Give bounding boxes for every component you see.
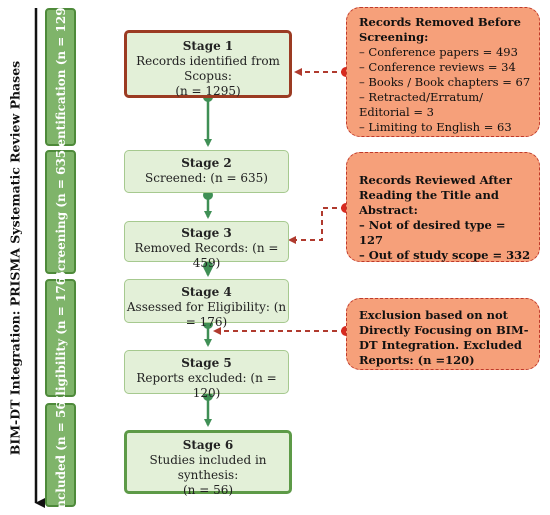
stage-2-title: Stage 2 xyxy=(181,156,232,170)
note-2-heading: Records Reviewed After Reading the Title… xyxy=(359,173,512,217)
stage-4-text: Assessed for Eligibility: (n = 176) xyxy=(126,300,287,329)
stage-1-title: Stage 1 xyxy=(182,39,234,53)
stage-6-box: Stage 6 Studies included in synthesis: (… xyxy=(124,430,292,497)
stage-1-text: Records identified from Scopus: xyxy=(136,54,280,83)
note-1-heading: Records Removed Before Screening: xyxy=(359,15,521,44)
stage-5-title: Stage 5 xyxy=(181,356,232,370)
stage-3-title: Stage 3 xyxy=(181,226,232,240)
dashed-link-2 xyxy=(288,207,346,244)
phase-included: Included (n = 56) xyxy=(45,396,76,514)
phase-screening: Screening (n = 635) xyxy=(45,144,76,280)
note-1-item: – Conference papers = 493 xyxy=(359,45,518,59)
stage-5-box: Stage 5 Reports excluded: (n = 120) xyxy=(124,350,289,400)
flow-dot-3 xyxy=(203,261,213,271)
stage-3-box: Stage 3 Removed Records: (n = 459) xyxy=(124,221,289,270)
stage-6-count: (n = 56) xyxy=(182,483,234,497)
stage-6-text: Studies included in synthesis: xyxy=(149,453,267,482)
note-1-item: – Retracted/Erratum/ Editorial = 3 xyxy=(359,90,484,119)
note-1-item: – Books / Book chapters = 67 xyxy=(359,75,531,89)
note-1-item: – Conference reviews = 34 xyxy=(359,60,516,74)
note-title-abstract-review: Records Reviewed After Reading the Title… xyxy=(346,152,540,262)
stage-4-box: Stage 4 Assessed for Eligibility: (n = 1… xyxy=(124,279,289,329)
note-eligibility-exclusion: Exclusion based on not Directly Focusing… xyxy=(346,298,540,370)
stage-5-text: Reports excluded: (n = 120) xyxy=(136,371,277,400)
stage-1-box: Stage 1 Records identified from Scopus: … xyxy=(124,30,292,98)
stage-2-text: Screened: (n = 635) xyxy=(145,171,268,185)
stage-4-title: Stage 4 xyxy=(181,285,232,299)
note-3-heading: Exclusion based on not Directly Focusing… xyxy=(359,308,529,367)
note-removed-before-screening: Records Removed Before Screening: – Conf… xyxy=(346,7,540,137)
stage-6-title: Stage 6 xyxy=(182,438,234,452)
note-2-item: – Out of study scope = 332 xyxy=(359,248,531,262)
note-2-item: – Not of desired type = 127 xyxy=(359,218,506,247)
stage-3-text: Removed Records: (n = 459) xyxy=(134,241,279,270)
phase-eligibility: Eligibility (n = 176) xyxy=(45,271,76,405)
diagram-title: BIM-DT Integration: PRISMA Systematic Re… xyxy=(7,60,23,455)
stage-1-count: (n = 1295) xyxy=(175,84,241,98)
phase-identification: Identification (n = 1295) xyxy=(45,0,76,161)
note-1-item: – Limiting to English = 63 xyxy=(359,120,512,134)
stage-2-box: Stage 2 Screened: (n = 635) xyxy=(124,150,289,193)
